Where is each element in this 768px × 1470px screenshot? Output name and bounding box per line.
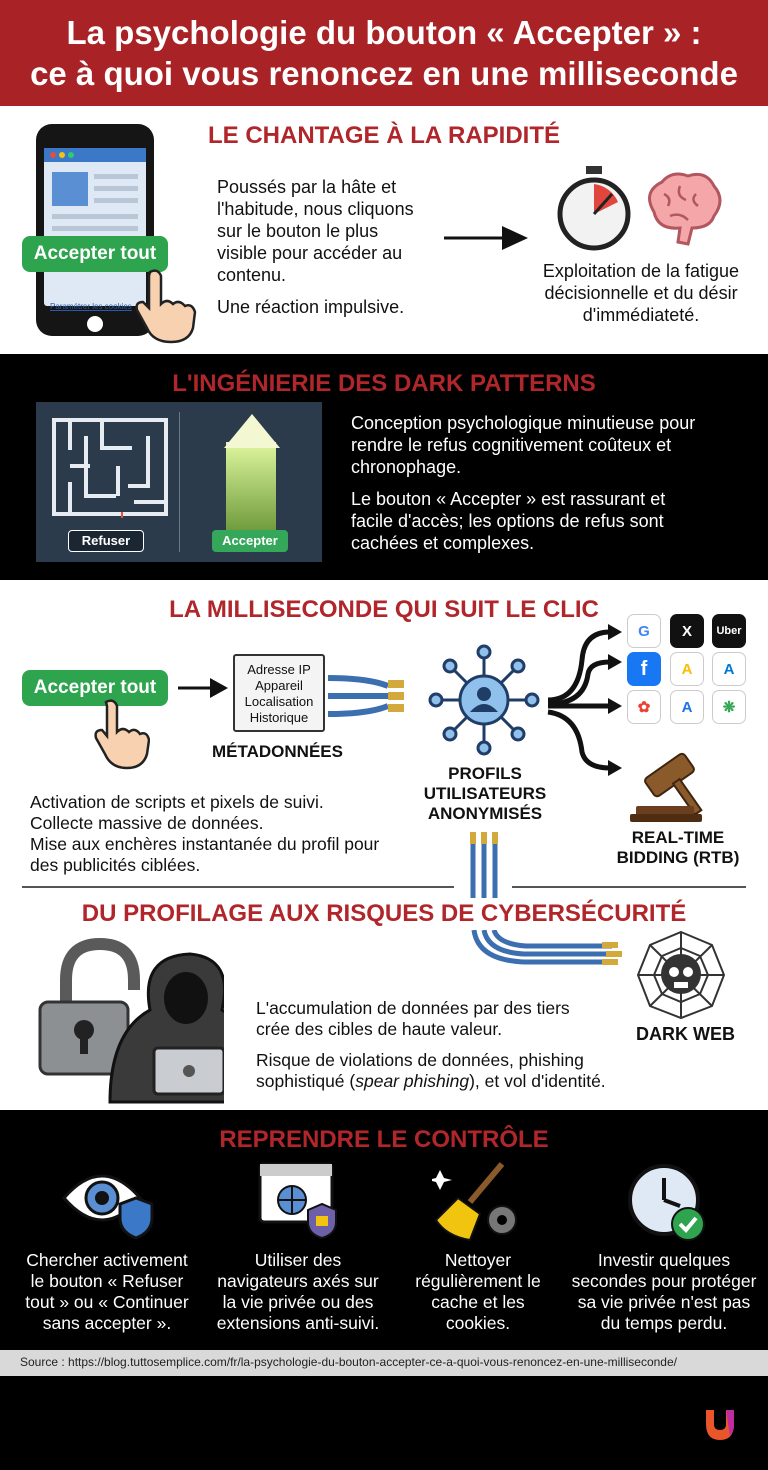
- source-bar: Source : https://blog.tuttosemplice.com/…: [0, 1350, 768, 1376]
- control-item-4: Investir quelques secondes pour protéger…: [571, 1250, 757, 1333]
- accept-all-button[interactable]: Accepter tout: [22, 670, 168, 706]
- divider-left: [22, 886, 454, 888]
- divider-right: [512, 886, 746, 888]
- control-item-1: Chercher activement le bouton « Refuser …: [25, 1250, 189, 1333]
- dark-patterns-paragraph1: Conception psychologique minutieuse pour…: [351, 413, 696, 477]
- pointer-hand-icon: [94, 699, 150, 770]
- section-title: L'INGÉNIERIE DES DARK PATTERNS: [172, 370, 596, 397]
- broom-gear-icon: [432, 1162, 517, 1242]
- pointer-hand-icon: [135, 269, 197, 344]
- glow-beam: [226, 442, 276, 532]
- cable-down-icon: [470, 832, 498, 898]
- hacker-lock-icon: [38, 937, 224, 1104]
- fatigue-caption: Exploitation de la fatigue décisionnelle…: [542, 261, 740, 325]
- logo-facebook: f: [627, 652, 661, 686]
- header-banner: La psychologie du bouton « Accepter » : …: [0, 0, 768, 106]
- up-arrow-icon: [224, 414, 280, 448]
- milliseconde-body: Activation de scripts et pixels de suivi…: [30, 792, 380, 875]
- logo-google-ads: A: [670, 652, 704, 686]
- section-dark-patterns: L'INGÉNIERIE DES DARK PATTERNS Refuser A…: [0, 354, 768, 580]
- arrow-right-icon: [178, 678, 228, 698]
- source-link[interactable]: Source : https://blog.tuttosemplice.com/…: [20, 1355, 677, 1369]
- control-item-2: Utiliser des navigateurs axés sur la vie…: [216, 1250, 380, 1333]
- logo-azure: A: [712, 652, 746, 686]
- eye-shield-icon: [62, 1174, 154, 1240]
- logo-google-photos: ✿: [627, 690, 661, 724]
- page-title-line2: ce à quoi vous renoncez en une milliseco…: [30, 55, 738, 92]
- metadata-label: MÉTADONNÉES: [212, 742, 343, 761]
- refuse-button[interactable]: Refuser: [68, 530, 144, 552]
- control-item-3: Nettoyer régulièrement le cache et les c…: [415, 1250, 541, 1333]
- dark-patterns-paragraph2: Le bouton « Accepter » est rassurant et …: [351, 489, 666, 553]
- clock-check-icon: [628, 1164, 705, 1241]
- auction-gavel-icon: [630, 752, 703, 822]
- logo-google: G: [627, 614, 661, 648]
- brand-logo-icon: [706, 1410, 734, 1440]
- cyber-paragraph1: L'accumulation de données par des tiers …: [256, 998, 570, 1039]
- section-milliseconde: LA MILLISECONDE QUI SUIT LE CLIC Accepte…: [0, 580, 768, 1110]
- browser-lock-icon: [258, 1162, 337, 1240]
- arrow-right-icon: [444, 226, 528, 250]
- impulsive-text: Une réaction impulsive.: [217, 297, 405, 317]
- section-title: LE CHANTAGE À LA RAPIDITÉ: [208, 122, 560, 149]
- cable-to-darkweb-icon: [471, 930, 622, 965]
- page-title-line1: La psychologie du bouton « Accepter » :: [66, 14, 702, 51]
- network-profile-icon: [428, 644, 540, 756]
- section-controle: REPRENDRE LE CONTRÔLE Chercher activemen…: [0, 1110, 768, 1350]
- dark-web-spider-icon: [636, 930, 726, 1020]
- dark-web-label: DARK WEB: [636, 1024, 735, 1044]
- maze-icon: [52, 418, 168, 518]
- logo-uber: Uber: [712, 614, 746, 648]
- rtb-label: REAL-TIME BIDDING (RTB): [616, 828, 740, 867]
- section-title: REPRENDRE LE CONTRÔLE: [219, 1126, 549, 1153]
- cable-bundle-icon: [328, 675, 404, 717]
- rapidite-paragraph: Poussés par la hâte et l'habitude, nous …: [217, 177, 414, 285]
- section-title: LA MILLISECONDE QUI SUIT LE CLIC: [169, 596, 599, 623]
- profiles-label: PROFILS UTILISATEURS ANONYMISÉS: [423, 764, 547, 823]
- accept-button-maze[interactable]: Accepter: [212, 530, 288, 552]
- phone-illustration: Paramétrer les cookies: [36, 124, 154, 336]
- cookie-settings-link[interactable]: Paramétrer les cookies: [50, 302, 132, 311]
- cyber-paragraph2: Risque de violations de données, phishin…: [256, 1050, 606, 1091]
- branch-arrows-icon: [547, 624, 622, 776]
- stopwatch-icon: [557, 166, 631, 251]
- phone-screen: Paramétrer les cookies: [44, 148, 146, 311]
- logo-workspace: ❋: [712, 690, 746, 724]
- metadata-document: Adresse IP Appareil Localisation Histori…: [233, 654, 325, 732]
- maze-illustration: Refuser Accepter: [36, 402, 322, 562]
- accept-all-button[interactable]: Accepter tout: [22, 236, 168, 272]
- brain-icon: [648, 172, 722, 246]
- phone-home-button: [87, 316, 103, 332]
- logo-x: X: [670, 614, 704, 648]
- section-rapidite: LE CHANTAGE À LA RAPIDITÉ Paramétrer les…: [0, 106, 768, 354]
- cyber-title: DU PROFILAGE AUX RISQUES DE CYBERSÉCURIT…: [81, 900, 687, 927]
- footer: [0, 1376, 768, 1470]
- logo-analytics: A: [670, 690, 704, 724]
